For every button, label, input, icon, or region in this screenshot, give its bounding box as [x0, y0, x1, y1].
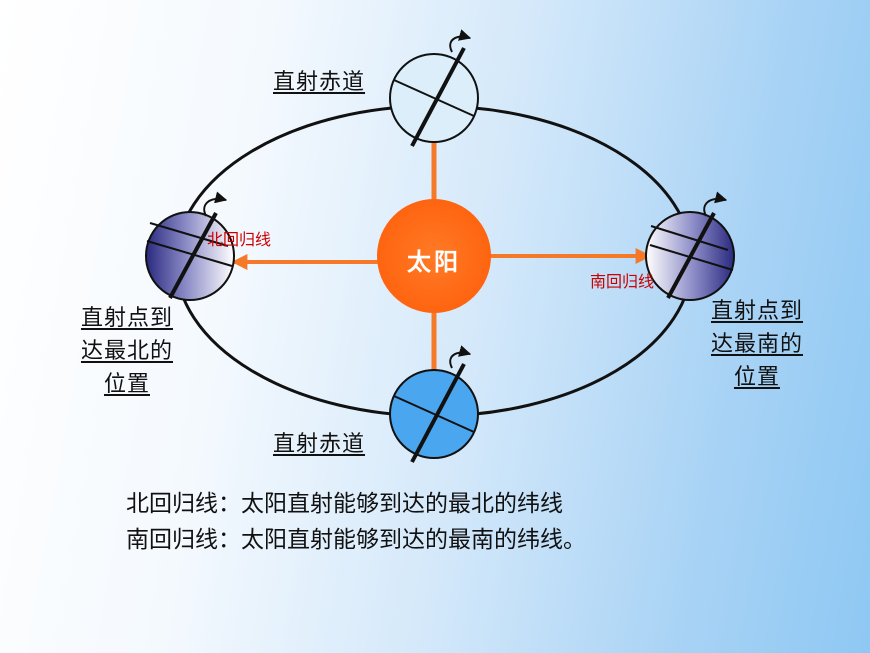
left-desc-line2: 达最北的	[80, 339, 173, 364]
earth-bottom	[389, 345, 479, 463]
earth-left	[145, 191, 235, 301]
right-desc-line2: 达最南的	[710, 332, 803, 357]
earth-right	[645, 191, 735, 301]
earth-top	[389, 29, 479, 147]
tropic-of-cancer-label: 北回归线	[207, 230, 272, 249]
definition-south-tropic: 南回归线：太阳直射能够到达的最南的纬线。	[126, 527, 586, 553]
right-desc-line3: 位置	[733, 365, 780, 390]
left-desc-line3: 位置	[103, 372, 150, 397]
right-earth-description: 直射点到 达最南的 位置	[692, 295, 822, 394]
earth-bottom-label: 直射赤道	[273, 432, 366, 457]
left-desc-line1: 直射点到	[80, 306, 173, 331]
tropic-of-capricorn-label: 南回归线	[590, 272, 655, 291]
definitions: 北回归线：太阳直射能够到达的最北的纬线 南回归线：太阳直射能够到达的最南的纬线。	[126, 486, 586, 558]
definition-north-tropic: 北回归线：太阳直射能够到达的最北的纬线	[126, 491, 563, 517]
sun-label: 太阳	[407, 248, 461, 276]
earth-top-label: 直射赤道	[273, 70, 366, 95]
right-desc-line1: 直射点到	[710, 299, 803, 324]
sun	[377, 199, 491, 313]
left-earth-description: 直射点到 达最北的 位置	[62, 302, 192, 401]
